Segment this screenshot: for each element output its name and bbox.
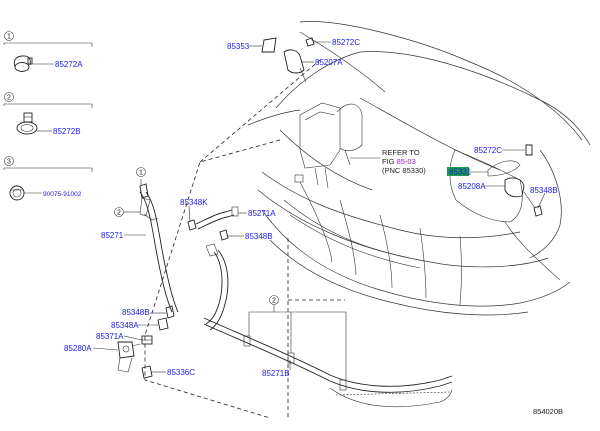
nozzle-cap-icon [261, 37, 277, 53]
part-85331-highlight [447, 167, 469, 176]
part-85348b-mid[interactable]: 85348B [245, 232, 273, 241]
washer-pump-85280a-icon [117, 341, 141, 373]
legend-part-85272b[interactable]: 85272B [53, 127, 81, 136]
nozzle-cover-icon [487, 160, 521, 177]
part-85348a[interactable]: 85348A [111, 321, 139, 330]
part-85271b[interactable]: 85271B [262, 369, 290, 378]
legend-bracket-3 [3, 167, 93, 172]
clip-85272c-icon [305, 37, 315, 47]
legend: 1 85272A 2 85272B 3 90075-91 [3, 31, 93, 201]
refer-note: REFER TO FIG 85-03 (PNC 85330) [344, 148, 426, 175]
legend-callout-3 [4, 156, 14, 166]
legend-callout-2 [4, 92, 14, 102]
part-85272c-top[interactable]: 85272C [332, 38, 360, 47]
part-85272c-right[interactable]: 85272C [474, 146, 502, 155]
diagram-id: 854020B [533, 407, 563, 416]
callout-1-hose-number: 1 [139, 170, 143, 177]
callout-2-lower [269, 295, 279, 305]
part-85348b-right[interactable]: 85348B [530, 186, 558, 195]
legend-callout-1 [4, 31, 14, 41]
bumper-outline [247, 21, 591, 316]
legend-callout-2-number: 2 [7, 95, 11, 102]
refer-line-3: (PNC 85330) [382, 166, 426, 175]
assembly-dashed-outline [144, 59, 345, 419]
clamp-85272b-icon [16, 112, 38, 135]
part-85371a[interactable]: 85371A [96, 332, 124, 341]
part-85348b-low[interactable]: 85348B [122, 308, 150, 317]
legend-callout-1-number: 1 [7, 34, 11, 41]
refer-line-1: REFER TO [382, 148, 420, 157]
legend-bracket-2 [3, 103, 93, 108]
callout-2-hose [114, 207, 124, 217]
refer-fig-link[interactable]: 85-03 [397, 157, 416, 166]
part-85353[interactable]: 85353 [227, 42, 250, 51]
grommet-85336c-icon [141, 365, 153, 379]
legend-part-90075-91002[interactable]: 90075-91002 [43, 191, 82, 198]
part-85280a[interactable]: 85280A [64, 344, 92, 353]
hose-85271a-icon [195, 206, 239, 230]
grommet-icon [9, 185, 25, 201]
grommet-85371a-icon [141, 335, 153, 345]
callout-2-lower-number: 2 [272, 298, 276, 305]
refer-line-2: FIG 85-03 [382, 157, 416, 166]
hose-middle-icon [205, 243, 229, 331]
part-85331[interactable]: 85331 [449, 168, 472, 177]
legend-callout-3-number: 3 [7, 159, 11, 166]
washer-nozzle-85207a-icon [283, 49, 307, 83]
clip-85348k-icon [187, 219, 197, 231]
nozzle-85208a-icon [504, 177, 536, 209]
part-85207a[interactable]: 85207A [315, 58, 343, 67]
callout-1-hose [136, 167, 146, 177]
hose-85271-icon [139, 183, 179, 313]
clip-85348b-right-icon [533, 205, 543, 217]
part-85271a[interactable]: 85271A [248, 209, 276, 218]
clamp-85272a-icon [13, 55, 33, 72]
clip-85272c-right-icon [525, 144, 533, 156]
legend-bracket-1 [3, 42, 93, 47]
part-85336c[interactable]: 85336C [167, 368, 195, 377]
part-85208a[interactable]: 85208A [458, 182, 486, 191]
clip-85348b-mid-icon [219, 229, 229, 241]
part-85271[interactable]: 85271 [101, 231, 124, 240]
clip-85348a-icon [157, 317, 169, 331]
legend-part-85272a[interactable]: 85272A [55, 60, 83, 69]
part-85348k[interactable]: 85348K [180, 198, 208, 207]
callout-2-hose-number: 2 [117, 210, 121, 217]
hose-85271b-icon [203, 317, 453, 408]
clip-85348b-low-icon [165, 305, 175, 319]
